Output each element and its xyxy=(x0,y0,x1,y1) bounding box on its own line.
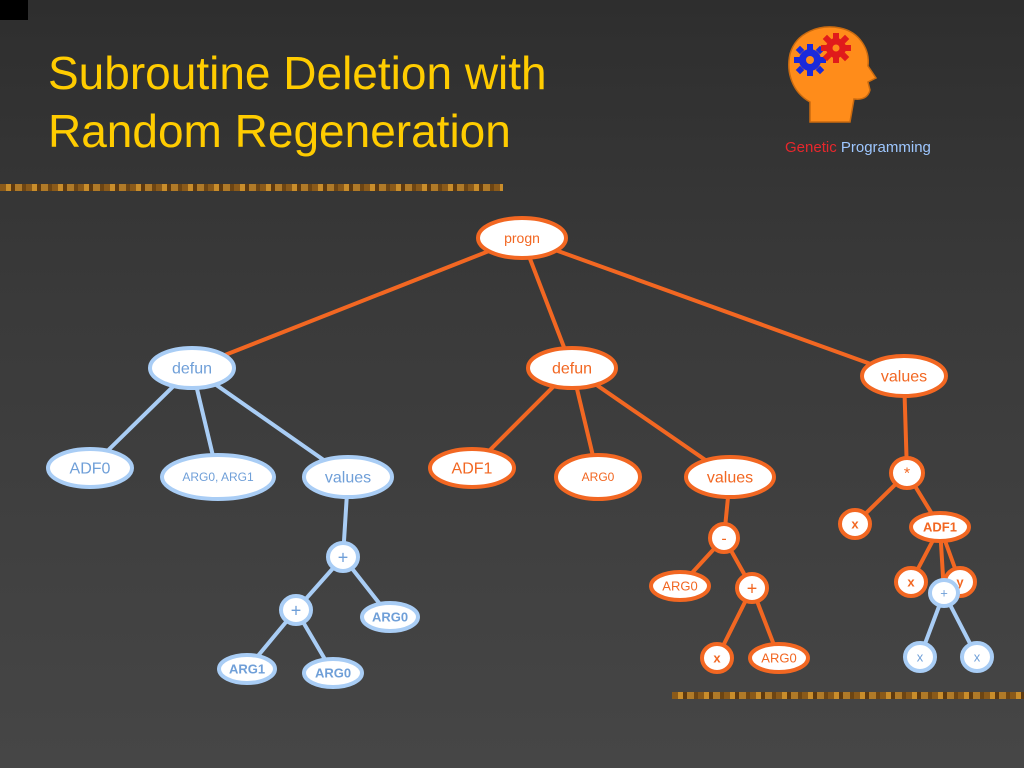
node-shape-plus_l2 xyxy=(279,594,313,626)
node-shape-adf0 xyxy=(46,447,134,489)
node-defun_l: defun xyxy=(148,346,236,390)
node-shape-values_m xyxy=(684,455,776,499)
node-label-arg0_m3: ARG0 xyxy=(761,651,796,666)
node-label-defun_l: defun xyxy=(172,361,212,378)
node-shape-arg0_l2 xyxy=(302,657,364,689)
node-x_r4: x xyxy=(960,641,994,673)
node-label-plus_l2: + xyxy=(291,600,302,620)
node-shape-x_r1 xyxy=(838,508,872,540)
head-gears-logo xyxy=(788,26,878,123)
node-label-plus_m: + xyxy=(747,578,758,598)
node-shape-arg0_m xyxy=(554,453,642,501)
node-shape-plus_m xyxy=(735,572,769,604)
node-star_r: * xyxy=(889,456,925,490)
node-label-adf0: ADF0 xyxy=(70,461,111,478)
logo-caption: Genetic Programming xyxy=(785,139,931,156)
decorative-band-bottom xyxy=(672,692,1024,699)
node-arg0_l1: ARG0 xyxy=(360,601,420,633)
node-x_r1: x xyxy=(838,508,872,540)
node-arg01: ARG0, ARG1 xyxy=(160,453,276,501)
node-x_r3: x xyxy=(903,641,937,673)
node-label-defun_m: defun xyxy=(552,361,592,378)
node-label-x_r2: x xyxy=(907,575,915,590)
node-minus_m: - xyxy=(708,522,740,554)
node-values_m: values xyxy=(684,455,776,499)
node-label-x_r3: x xyxy=(917,650,924,665)
node-arg0_m3: ARG0 xyxy=(748,642,810,674)
node-label-star_r: * xyxy=(904,466,910,483)
node-values_l: values xyxy=(302,455,394,499)
node-shape-x_r3 xyxy=(903,641,937,673)
node-plus_l1: + xyxy=(326,541,360,573)
node-shape-defun_l xyxy=(148,346,236,390)
node-shape-x_r4 xyxy=(960,641,994,673)
node-label-progn: progn xyxy=(504,230,540,246)
title-line-1: Subroutine Deletion with xyxy=(48,47,547,99)
node-shape-arg0_m3 xyxy=(748,642,810,674)
node-shape-star_r xyxy=(889,456,925,490)
node-label-arg0_m: ARG0 xyxy=(582,470,615,484)
edge-defun_m-values_m xyxy=(570,366,732,479)
node-plus_r: + xyxy=(928,578,960,608)
node-label-arg0_m2: ARG0 xyxy=(662,579,697,594)
node-shape-arg1_l xyxy=(217,653,277,685)
node-shape-plus_l1 xyxy=(326,541,360,573)
corner-mark xyxy=(0,0,28,20)
node-label-plus_r: + xyxy=(940,586,948,601)
node-label-adf1: ADF1 xyxy=(452,461,493,478)
node-shape-arg01 xyxy=(160,453,276,501)
edge-progn-values_r xyxy=(520,236,906,378)
node-values_r: values xyxy=(860,354,948,398)
logo-word-genetic: Genetic xyxy=(785,139,837,156)
node-shape-x_m xyxy=(700,642,734,674)
node-label-arg0_l1: ARG0 xyxy=(372,610,408,625)
node-adf1_r: ADF1 xyxy=(909,511,971,543)
node-label-y_r: y xyxy=(956,575,964,590)
node-label-arg1_l: ARG1 xyxy=(229,662,265,677)
node-label-minus_m: - xyxy=(721,531,726,548)
node-label-values_m: values xyxy=(707,470,753,487)
blue-gear-icon xyxy=(794,44,826,76)
node-shape-values_l xyxy=(302,455,394,499)
node-arg0_l2: ARG0 xyxy=(302,657,364,689)
node-shape-plus_r xyxy=(928,578,960,608)
node-x_m: x xyxy=(700,642,734,674)
node-shape-arg0_l1 xyxy=(360,601,420,633)
decorative-band-top xyxy=(0,184,503,191)
node-label-x_r1: x xyxy=(851,517,859,532)
node-label-arg0_l2: ARG0 xyxy=(315,666,351,681)
node-label-values_r: values xyxy=(881,369,927,386)
slide-title: Subroutine Deletion with Random Regenera… xyxy=(48,44,547,160)
node-label-values_l: values xyxy=(325,470,371,487)
node-label-arg01: ARG0, ARG1 xyxy=(182,470,254,484)
node-arg0_m: ARG0 xyxy=(554,453,642,501)
node-shape-adf1_r xyxy=(909,511,971,543)
node-arg0_m2: ARG0 xyxy=(649,570,711,602)
node-progn: progn xyxy=(476,216,568,260)
edge-progn-defun_l xyxy=(190,236,524,370)
node-plus_l2: + xyxy=(279,594,313,626)
node-adf0: ADF0 xyxy=(46,447,134,489)
node-shape-values_r xyxy=(860,354,948,398)
node-shape-adf1 xyxy=(428,447,516,489)
node-shape-arg0_m2 xyxy=(649,570,711,602)
node-label-x_m: x xyxy=(713,651,721,666)
node-label-adf1_r: ADF1 xyxy=(923,520,957,535)
node-shape-minus_m xyxy=(708,522,740,554)
node-x_r2: x xyxy=(894,566,928,598)
logo-word-programming: Programming xyxy=(840,139,931,156)
title-line-2: Random Regeneration xyxy=(48,105,511,157)
node-arg1_l: ARG1 xyxy=(217,653,277,685)
node-shape-progn xyxy=(476,216,568,260)
node-label-x_r4: x xyxy=(974,650,981,665)
node-shape-x_r2 xyxy=(894,566,928,598)
node-defun_m: defun xyxy=(526,346,618,390)
node-adf1: ADF1 xyxy=(428,447,516,489)
node-plus_m: + xyxy=(735,572,769,604)
node-shape-defun_m xyxy=(526,346,618,390)
node-label-plus_l1: + xyxy=(338,547,349,567)
